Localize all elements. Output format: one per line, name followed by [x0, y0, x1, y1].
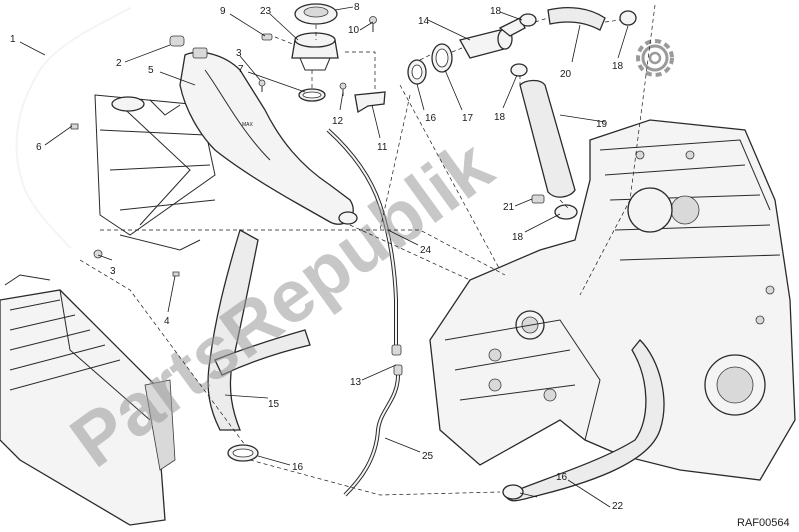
part-24-breather-hose	[326, 128, 398, 350]
part-3-screw-top	[258, 79, 266, 92]
callout-labels: 1 2 3 3 4 5 6 7 8 9 10 11 12 13 14 15 16…	[10, 2, 624, 512]
part-20-hose	[547, 7, 606, 31]
callout-23: 23	[260, 6, 272, 17]
callout-5: 5	[148, 65, 154, 76]
callout-22: 22	[612, 501, 624, 512]
assembly-dashed-lines	[79, 4, 656, 496]
part-3-screw-bottom	[93, 249, 103, 259]
part-17-o-ring	[431, 43, 453, 73]
part-16-clamp-top	[407, 59, 427, 85]
drawing-code: RAF00564	[737, 517, 790, 529]
callout-18-top: 18	[490, 6, 502, 17]
callout-18-middle: 18	[494, 112, 506, 123]
callout-13: 13	[350, 377, 362, 388]
frame-structure	[94, 94, 216, 251]
gear-icon	[636, 39, 674, 77]
part-16-clamp-bottom	[502, 484, 524, 500]
callout-18-right: 18	[612, 61, 624, 72]
part-2-clip	[169, 35, 185, 47]
callout-12: 12	[332, 116, 344, 127]
callout-16-bottom: 16	[556, 472, 568, 483]
part-25-breather-hose	[343, 344, 403, 497]
callout-7: 7	[238, 64, 244, 75]
callout-leaders	[19, 6, 629, 508]
part-18-clamp-b	[619, 10, 637, 26]
callout-3-top: 3	[236, 48, 242, 59]
callout-24: 24	[420, 245, 432, 256]
callout-11: 11	[377, 142, 388, 153]
part-8-filler-cap	[294, 3, 338, 25]
callout-16-left: 16	[292, 462, 304, 473]
callout-17: 17	[462, 113, 474, 124]
callout-25: 25	[422, 451, 434, 462]
part-4-bolt	[172, 271, 180, 277]
callout-21: 21	[503, 202, 515, 213]
part-23-filler-neck	[291, 32, 339, 71]
callout-20: 20	[560, 69, 572, 80]
callout-19: 19	[596, 119, 608, 130]
callout-3-bottom: 3	[110, 266, 116, 277]
part-18-clamp-a	[519, 13, 537, 27]
part-18-clamp-c	[510, 63, 528, 77]
part-19-hose	[519, 79, 576, 198]
callout-8: 8	[354, 2, 360, 13]
callout-15: 15	[268, 399, 280, 410]
part-22-hose	[504, 339, 665, 502]
part-1-breather-hose	[15, 7, 131, 249]
callout-2: 2	[116, 58, 122, 69]
callout-18-lower: 18	[512, 232, 524, 243]
part-7-hose-clamp	[298, 88, 326, 102]
radiator	[0, 274, 176, 526]
callout-10: 10	[348, 25, 360, 36]
part-18-clamp-d	[554, 204, 578, 220]
engine-block	[429, 119, 796, 481]
callout-1: 1	[10, 34, 16, 45]
callout-6: 6	[36, 142, 42, 153]
part-15-radiator-hose	[207, 229, 311, 431]
part-6-bolt	[70, 123, 79, 130]
tank-max-marking: MAX	[242, 122, 254, 128]
callout-16-top: 16	[425, 113, 437, 124]
part-5-expansion-tank: MAX	[179, 47, 358, 225]
callout-4: 4	[164, 316, 170, 327]
callout-9: 9	[220, 6, 226, 17]
callout-14: 14	[418, 16, 430, 27]
part-10-screw	[369, 16, 377, 32]
part-21-fitting	[531, 194, 545, 204]
part-11-bracket	[354, 91, 386, 114]
part-16-clamp-left	[227, 444, 259, 462]
part-14-thermostat-housing	[459, 17, 526, 59]
